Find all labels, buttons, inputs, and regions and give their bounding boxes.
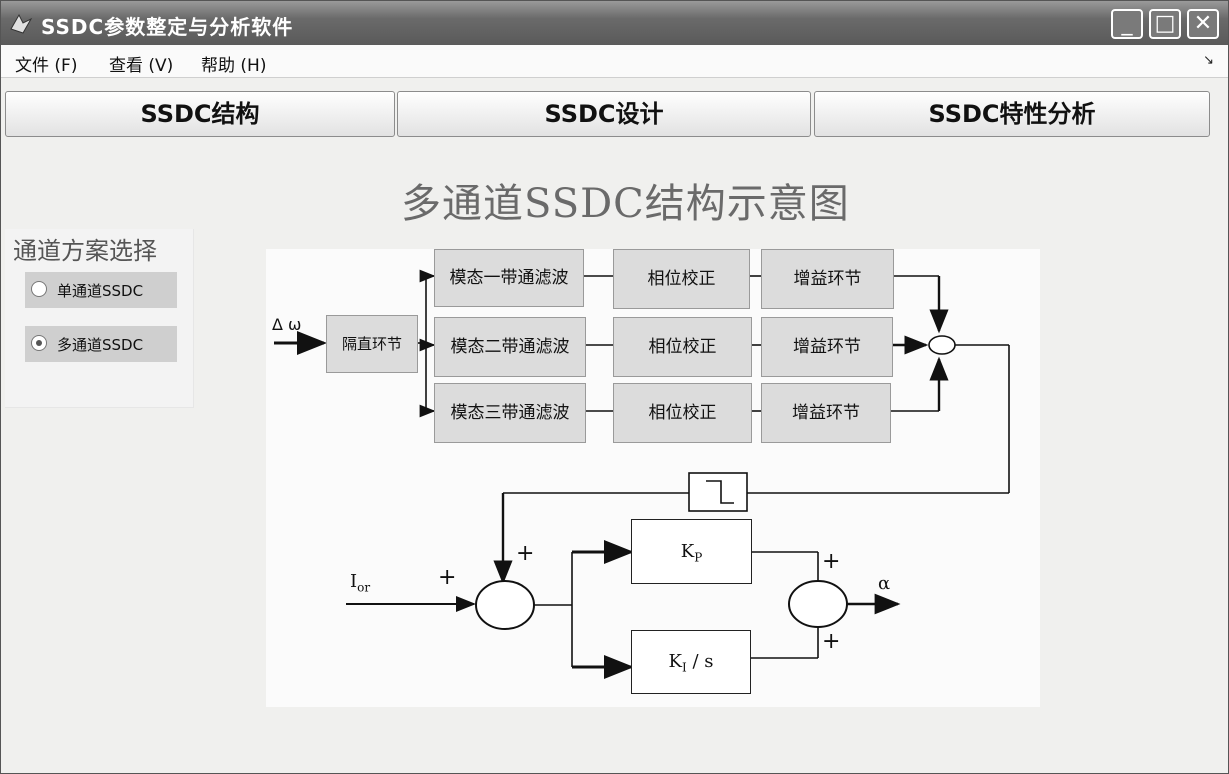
filter-block-3: 模态三带通滤波 bbox=[434, 383, 586, 443]
radio-single-channel[interactable]: 单通道SSDC bbox=[25, 272, 177, 308]
tab-ssdc-analysis[interactable]: SSDC特性分析 bbox=[814, 91, 1210, 137]
close-button[interactable]: ✕ bbox=[1187, 9, 1219, 39]
sum1-plus-top: + bbox=[516, 541, 535, 566]
sum2-plus-bottom: + bbox=[822, 629, 841, 654]
filter-block-1: 模态一带通滤波 bbox=[434, 249, 584, 307]
sum1-plus-left: + bbox=[438, 565, 457, 590]
channel-scheme-panel: 通道方案选择 单通道SSDC 多通道SSDC bbox=[5, 229, 194, 408]
tab-ssdc-design[interactable]: SSDC设计 bbox=[397, 91, 811, 137]
window-title: SSDC参数整定与分析软件 bbox=[41, 15, 294, 39]
title-bar[interactable]: SSDC参数整定与分析软件 _ □ ✕ bbox=[1, 1, 1228, 45]
dock-arrow-icon[interactable]: ↘ bbox=[1203, 53, 1214, 68]
menu-file[interactable]: 文件 (F) bbox=[15, 56, 78, 76]
kp-block: KP bbox=[631, 519, 752, 584]
matlab-icon bbox=[10, 13, 33, 34]
phase-block-2: 相位校正 bbox=[613, 317, 752, 377]
sum2-plus-top: + bbox=[822, 549, 841, 574]
input-delta-omega-label: Δ ω bbox=[272, 315, 302, 334]
ssdc-structure-diagram: Δ ω 隔直环节 模态一带通滤波 模态二带通滤波 模态三带通滤波 相位校正 相位… bbox=[266, 249, 1040, 707]
diagram-wires bbox=[274, 269, 1010, 679]
radio-multi-channel[interactable]: 多通道SSDC bbox=[25, 326, 177, 362]
dc-block: 隔直环节 bbox=[326, 315, 418, 373]
radio-single-label: 单通道SSDC bbox=[57, 282, 144, 300]
menu-bar: 文件 (F) 查看 (V) 帮助 (H) ↘ bbox=[1, 45, 1228, 78]
menu-view[interactable]: 查看 (V) bbox=[109, 56, 174, 76]
output-alpha-label: α bbox=[878, 573, 891, 594]
minimize-button[interactable]: _ bbox=[1111, 9, 1143, 39]
radio-unselected-icon[interactable] bbox=[31, 281, 47, 297]
channel-panel-title: 通道方案选择 bbox=[13, 237, 157, 265]
gain-block-1: 增益环节 bbox=[761, 249, 894, 309]
ior-label: Ior bbox=[350, 571, 371, 595]
phase-block-3: 相位校正 bbox=[613, 383, 752, 443]
maximize-button[interactable]: □ bbox=[1149, 9, 1181, 39]
filter-block-2: 模态二带通滤波 bbox=[434, 317, 586, 377]
diagram-title: 多通道SSDC结构示意图 bbox=[401, 181, 850, 227]
gain-block-2: 增益环节 bbox=[761, 317, 893, 377]
menu-help[interactable]: 帮助 (H) bbox=[201, 56, 267, 76]
gain-block-3: 增益环节 bbox=[761, 383, 891, 443]
ki-block: KI / s bbox=[631, 630, 751, 694]
radio-selected-icon[interactable] bbox=[31, 335, 47, 351]
tab-ssdc-structure[interactable]: SSDC结构 bbox=[5, 91, 395, 137]
radio-multi-label: 多通道SSDC bbox=[57, 336, 144, 354]
phase-block-1: 相位校正 bbox=[613, 249, 750, 309]
